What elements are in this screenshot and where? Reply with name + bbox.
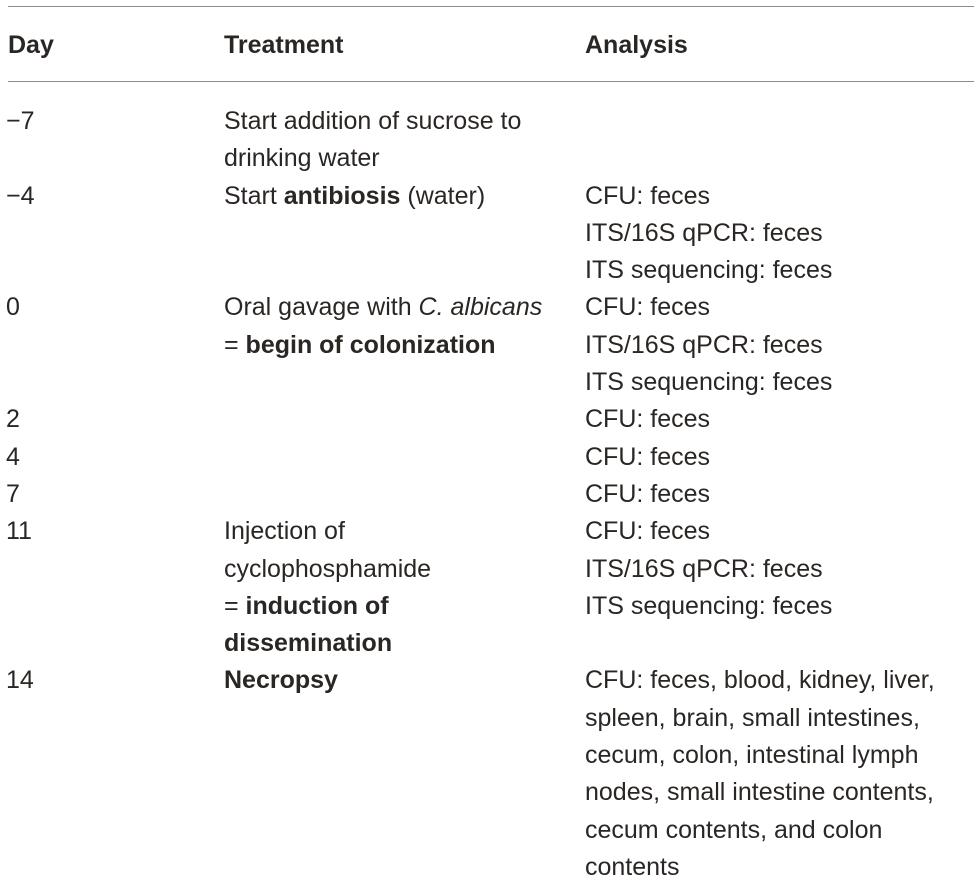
analysis-cell: CFU: feces ITS/16S qPCR: feces ITS seque…: [585, 178, 974, 290]
table-row: 0 Oral gavage with C. albicans = begin o…: [0, 289, 974, 401]
analysis-line: CFU: feces: [585, 293, 711, 322]
analysis-line: cecum, colon, intestinal lymph: [585, 741, 919, 770]
analysis-cell: CFU: feces: [585, 401, 974, 438]
analysis-line: ITS sequencing: feces: [585, 368, 833, 397]
treatment-line: dissemination: [224, 625, 585, 662]
header-bottom-rule: [8, 81, 974, 82]
treatment-line: Injection of: [224, 517, 345, 546]
treatment-line: Oral gavage with C. albicans: [224, 289, 585, 326]
analysis-line: ITS sequencing: feces: [585, 256, 833, 285]
analysis-line: CFU: feces: [585, 442, 711, 471]
treatment-cell: Start addition of sucrose to drinking wa…: [222, 103, 585, 178]
day-cell: 7: [6, 479, 20, 508]
day-cell: 0: [6, 293, 20, 322]
treatment-emphasis: Necropsy: [224, 666, 338, 695]
treatment-text: Start: [224, 181, 284, 210]
table-row: −4 Start antibiosis (water) CFU: feces I…: [0, 178, 974, 290]
analysis-line: nodes, small intestine contents,: [585, 778, 934, 807]
treatment-emphasis: dissemination: [224, 629, 393, 658]
treatment-emphasis: begin of colonization: [245, 330, 496, 359]
table-row: 2 CFU: feces: [0, 401, 974, 438]
analysis-line: ITS/16S qPCR: feces: [585, 218, 823, 247]
analysis-cell: CFU: feces: [585, 476, 974, 513]
day-cell: −7: [6, 107, 35, 135]
treatment-cell: Oral gavage with C. albicans = begin of …: [222, 289, 585, 401]
treatment-line: drinking water: [224, 144, 380, 173]
day-cell: 2: [6, 405, 20, 434]
day-cell: 11: [6, 517, 32, 546]
day-cell: 14: [6, 666, 34, 695]
analysis-line: ITS/16S qPCR: feces: [585, 330, 823, 359]
treatment-text: =: [224, 330, 246, 359]
table-row: 11 Injection of cyclophosphamide = induc…: [0, 513, 974, 662]
table-row: 7 CFU: feces: [0, 476, 974, 513]
treatment-text: Oral gavage with: [224, 293, 419, 322]
treatment-emphasis: antibiosis: [283, 181, 401, 210]
analysis-line: spleen, brain, small intestines,: [585, 703, 920, 732]
treatment-line: Start antibiosis (water): [224, 178, 585, 215]
analysis-cell: [585, 103, 974, 178]
analysis-line: CFU: feces, blood, kidney, liver,: [585, 666, 935, 695]
day-cell: −4: [6, 181, 35, 210]
analysis-line: CFU: feces: [585, 479, 711, 508]
analysis-line: ITS/16S qPCR: feces: [585, 554, 823, 583]
analysis-line: CFU: feces: [585, 405, 711, 434]
analysis-line: contents: [585, 852, 680, 881]
treatment-line: cyclophosphamide: [224, 554, 432, 583]
day-cell: 4: [6, 442, 20, 471]
table-row: −7 Start addition of sucrose to drinking…: [0, 103, 974, 178]
analysis-cell: CFU: feces ITS/16S qPCR: feces ITS seque…: [585, 513, 974, 662]
treatment-emphasis: induction of: [245, 591, 389, 620]
treatment-cell: Start antibiosis (water): [222, 178, 585, 290]
treatment-cell: [222, 401, 585, 438]
treatment-line: = induction of: [224, 588, 585, 625]
analysis-cell: CFU: feces: [585, 439, 974, 476]
analysis-cell: CFU: feces, blood, kidney, liver, spleen…: [585, 662, 974, 886]
treatment-text: =: [224, 591, 246, 620]
table-body: −7 Start addition of sucrose to drinking…: [0, 103, 974, 886]
species-name: C. albicans: [418, 293, 543, 322]
header-analysis: Analysis: [585, 31, 688, 59]
treatment-text: (water): [400, 181, 486, 210]
analysis-line: CFU: feces: [585, 181, 711, 210]
header-treatment: Treatment: [224, 31, 344, 59]
header-day: Day: [8, 31, 54, 59]
table-row: 4 CFU: feces: [0, 439, 974, 476]
treatment-cell: Necropsy: [222, 662, 585, 886]
treatment-line: = begin of colonization: [224, 327, 585, 364]
treatment-cell: [222, 439, 585, 476]
table-row: 14 Necropsy CFU: feces, blood, kidney, l…: [0, 662, 974, 886]
treatment-cell: Injection of cyclophosphamide = inductio…: [222, 513, 585, 662]
treatment-line: Start addition of sucrose to: [224, 107, 522, 135]
analysis-line: cecum contents, and colon: [585, 815, 883, 844]
analysis-line: ITS sequencing: feces: [585, 591, 833, 620]
treatment-line: Necropsy: [224, 662, 585, 699]
treatment-cell: [222, 476, 585, 513]
table-top-rule: [8, 6, 974, 7]
analysis-line: CFU: feces: [585, 517, 711, 546]
analysis-cell: CFU: feces ITS/16S qPCR: feces ITS seque…: [585, 289, 974, 401]
